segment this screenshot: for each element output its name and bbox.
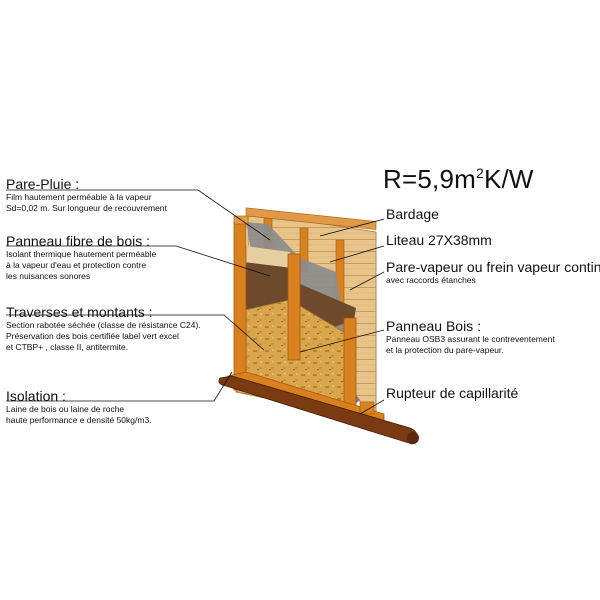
r-value-unit: K/W xyxy=(483,164,534,194)
label-pare-pluie: Pare-Pluie : Film hautement perméable à … xyxy=(6,176,167,214)
batten-top xyxy=(245,207,377,230)
r-value: R=5,9m2K/W xyxy=(383,164,534,195)
label-title: Traverses et montants : xyxy=(6,304,153,320)
label-desc: Laine de bois ou laine de roche haute pe… xyxy=(6,404,152,425)
label-pare-vapeur: Pare-vapeur ou frein vapeur continu : av… xyxy=(386,259,600,286)
label-desc: Panneau OSB3 assurant le contreventement… xyxy=(386,334,555,355)
label-desc: Film hautement perméable à la vapeur Sd=… xyxy=(6,192,167,213)
label-isolation: Isolation : Laine de bois ou laine de ro… xyxy=(6,388,152,426)
label-title: Panneau Bois : xyxy=(386,318,481,334)
label-desc: avec raccords étanches xyxy=(386,275,476,285)
label-panneau-bois: Panneau Bois : Panneau OSB3 assurant le … xyxy=(386,318,555,356)
capillarity-break-end xyxy=(407,432,419,444)
label-panneau-fibre: Panneau fibre de bois : Isolant thermiqu… xyxy=(6,233,156,282)
label-title: Rupteur de capillarité xyxy=(386,385,519,401)
r-value-sup: 2 xyxy=(475,165,484,181)
label-title: Pare-vapeur ou frein vapeur continu : xyxy=(386,259,600,275)
label-title: Bardage xyxy=(386,206,439,222)
label-bardage: Bardage xyxy=(386,206,439,222)
label-title: Isolation : xyxy=(6,388,66,404)
stud-middle xyxy=(287,253,301,361)
stud-left xyxy=(233,221,247,391)
label-rupteur: Rupteur de capillarité xyxy=(386,385,518,401)
label-liteau: Liteau 27X38mm xyxy=(386,232,492,248)
leader-lines xyxy=(6,189,385,415)
label-title: Panneau fibre de bois : xyxy=(6,233,150,249)
label-traverses: Traverses et montants : Section rabotée … xyxy=(6,304,201,353)
label-desc: Isolant thermique hautement perméable à … xyxy=(6,249,157,281)
bottom-block xyxy=(359,401,375,415)
label-desc: Section rabotée séchée (classe de résist… xyxy=(6,320,201,352)
label-title: Pare-Pluie : xyxy=(6,176,80,192)
r-value-text: R=5,9m xyxy=(383,164,476,194)
wood-fibre-panel-light xyxy=(244,246,292,268)
label-title: Liteau 27X38mm xyxy=(386,232,492,248)
